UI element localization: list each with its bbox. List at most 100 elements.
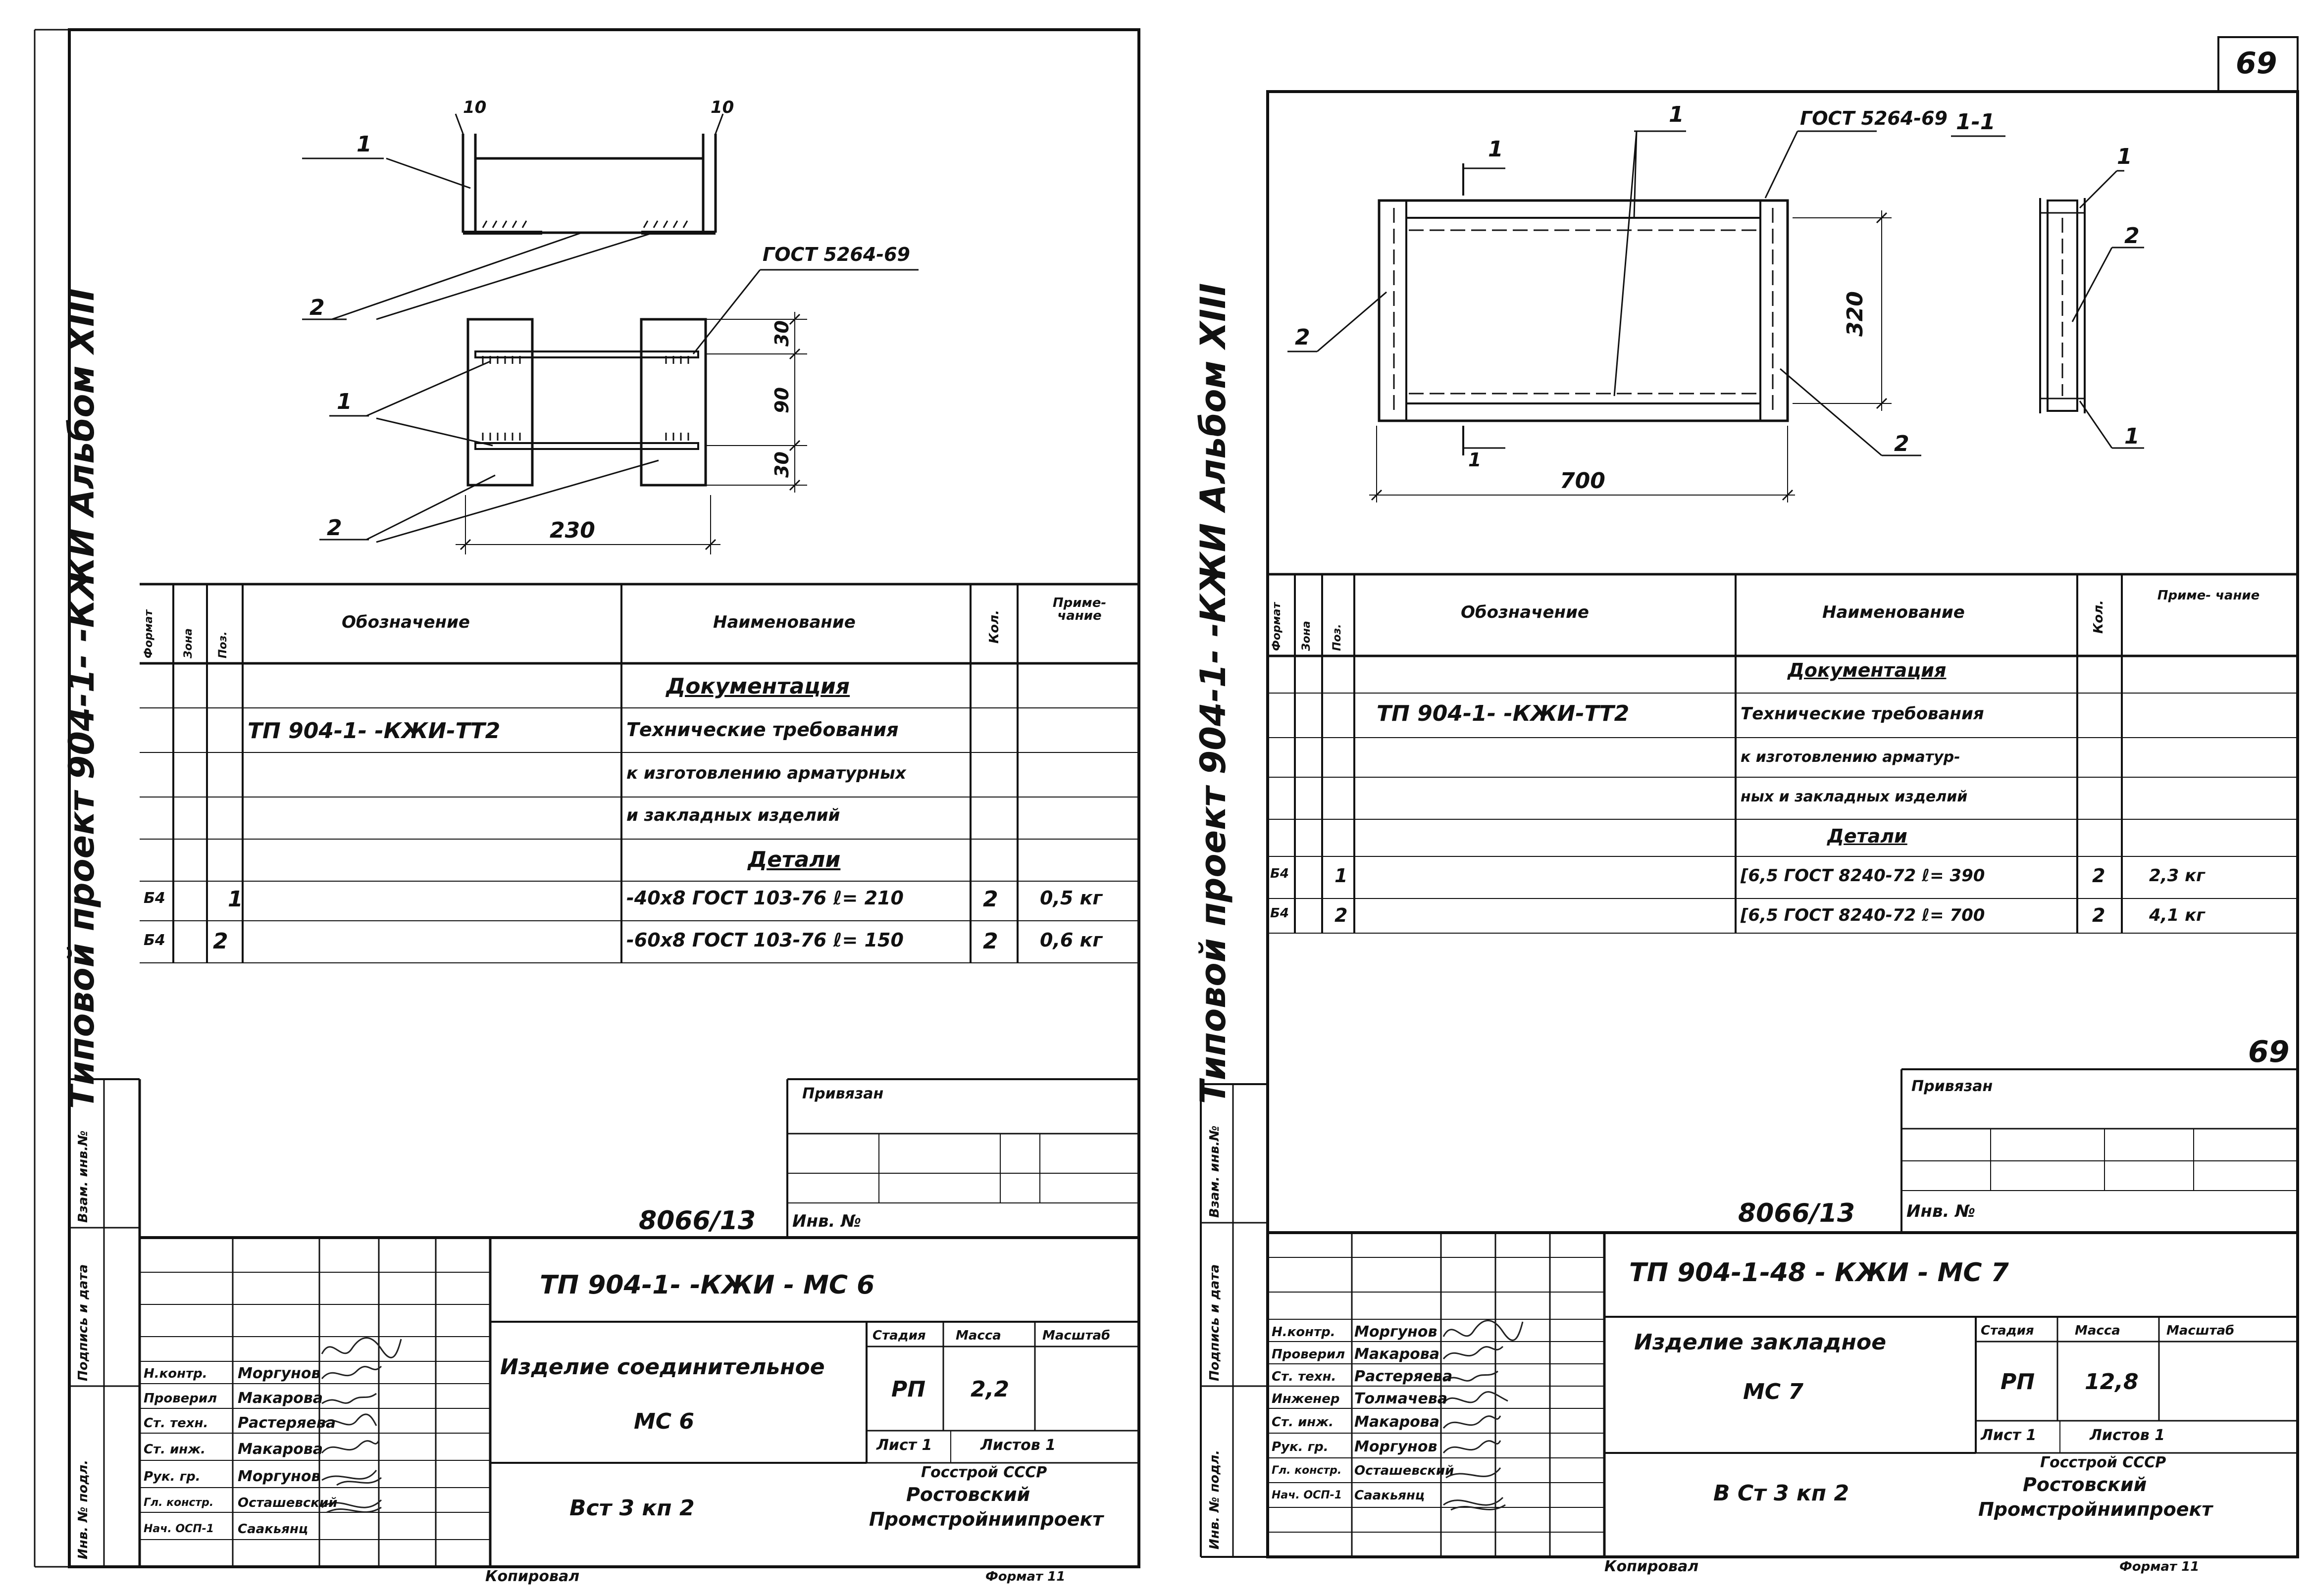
org-3: Промстройниипроект [1978, 1498, 2213, 1520]
kopiroval-label: Копировал [1604, 1558, 1699, 1575]
left-drawing-sheet: Типовой проект 904-1- -КЖИ Альбом XIII И… [34, 28, 1140, 1585]
scale-label: Масштаб [1042, 1328, 1111, 1343]
row-1-name: -40х8 ГОСТ 103-76 ℓ= 210 [626, 887, 904, 909]
staff-6-role: Рук. гр. [1272, 1440, 1329, 1454]
staff-4-name: Толмачева [1354, 1390, 1447, 1407]
staff-2-name: Макарова [1354, 1346, 1440, 1363]
doc-line-2: к изготовлению арматур- [1741, 748, 1960, 766]
position-1b-label: 1 [337, 389, 352, 414]
privyazan-label: Привязан [1911, 1078, 1993, 1095]
staff-4-role: Ст. инж. [144, 1442, 206, 1457]
row-2-qty: 2 [2092, 904, 2105, 926]
row-2-name: -60х8 ГОСТ 103-76 ℓ= 150 [626, 929, 904, 951]
staff-5-role: Ст. инж. [1272, 1415, 1334, 1430]
doc-designation: ТП 904-1- -КЖИ-ТТ2 [1377, 701, 1630, 726]
section-documentation: Документация [666, 674, 850, 699]
format-label: Формат 11 [2119, 1559, 2200, 1574]
doc-line-1: Технические требования [1741, 704, 1984, 724]
header-pos: Поз. [1331, 624, 1343, 651]
staff-3-role: Ст. техн. [144, 1416, 208, 1431]
staff-7-role: Нач. ОСП-1 [144, 1523, 214, 1535]
dim-30-bottom: 30 [771, 451, 793, 478]
header-name: Наименование [713, 612, 856, 632]
staff-1-name: Моргунов [238, 1365, 321, 1382]
material: В Ст 3 кп 2 [1713, 1481, 1849, 1506]
row-2-format: Б4 [1270, 906, 1289, 921]
staff-3-role: Ст. техн. [1272, 1369, 1336, 1384]
row-2-format: Б4 [144, 932, 165, 949]
row-2-note: 4,1 кг [2149, 905, 2205, 925]
staff-6-role: Гл. констр. [144, 1496, 214, 1509]
cut-mark-top: 1 [1488, 137, 1503, 162]
stamp-inv-podl: Инв. № подл. [76, 1459, 91, 1559]
section-position-1-bottom: 1 [2124, 424, 2140, 449]
staff-7-name: Осташевский [1354, 1463, 1454, 1478]
doc-line-3: ных и закладных изделий [1741, 788, 1968, 805]
position-2-right-label: 2 [1894, 431, 1909, 456]
kopiroval-label: Копировал [485, 1568, 580, 1585]
side-title: Типовой проект 904-1- -КЖИ Альбом XIII [1193, 283, 1233, 1104]
row-1-qty: 2 [2092, 865, 2105, 887]
right-sheet-linework [1200, 36, 2299, 1558]
archive-code: 8066/13 [639, 1206, 756, 1236]
staff-7-name: Саакьянц [238, 1522, 308, 1537]
staff-5-name: Моргунов [238, 1468, 321, 1485]
row-1-pos: 1 [228, 887, 243, 912]
staff-1-name: Моргунов [1354, 1323, 1437, 1341]
sheets-count: Листов 1 [2090, 1427, 2165, 1444]
org-2: Ростовский [906, 1484, 1030, 1505]
staff-6-name: Моргунов [1354, 1438, 1437, 1455]
gost-label: ГОСТ 5264-69 [763, 244, 910, 265]
row-1-note: 0,5 кг [1040, 887, 1103, 909]
header-note: Приме- чание [2157, 588, 2260, 603]
row-1-note: 2,3 кг [2149, 866, 2205, 886]
header-qty: Кол. [2091, 599, 2106, 634]
material: Вст 3 кп 2 [569, 1496, 695, 1521]
stage-value: РП [891, 1377, 926, 1402]
section-position-2: 2 [2124, 223, 2140, 249]
stage-label: Стадия [1981, 1323, 2034, 1338]
row-1-pos: 1 [1335, 865, 1348, 887]
cut-mark-bottom: 1 [1468, 449, 1482, 471]
header-qty: Кол. [987, 609, 1002, 644]
row-2-name: [6,5 ГОСТ 8240-72 ℓ= 700 [1741, 905, 1985, 925]
stage-label: Стадия [873, 1328, 926, 1343]
stamp-podpis: Подпись и дата [1207, 1264, 1222, 1381]
header-name: Наименование [1822, 602, 1965, 622]
row-1-format: Б4 [1270, 866, 1289, 881]
staff-2-name: Макарова [238, 1390, 323, 1407]
row-1-qty: 2 [983, 887, 998, 912]
doc-line-2: к изготовлению арматурных [626, 763, 906, 783]
inv-no-label: Инв. № [792, 1211, 862, 1231]
header-note: Приме- чание [1052, 596, 1107, 623]
stage-value: РП [2001, 1369, 2035, 1395]
staff-5-name: Макарова [1354, 1413, 1440, 1431]
doc-line-3: и закладных изделий [626, 805, 840, 825]
header-format: Формат [143, 609, 155, 658]
staff-3-name: Растеряева [238, 1414, 336, 1432]
stamp-podpis: Подпись и дата [76, 1264, 91, 1381]
scale-label: Масштаб [2166, 1323, 2235, 1338]
header-designation: Обозначение [1461, 602, 1589, 622]
right-drawing-sheet: 69 Типовой проект 904-1- -КЖИ Альбом XII… [1159, 0, 2310, 1596]
staff-4-role: Инженер [1272, 1392, 1340, 1406]
staff-1-role: Н.контр. [1272, 1325, 1335, 1340]
stamp-inv-podl: Инв. № подл. [1207, 1449, 1222, 1549]
dim-top-left: 10 [463, 98, 487, 117]
sheet-number: Лист 1 [1981, 1427, 2037, 1444]
position-2b-label: 2 [327, 515, 342, 541]
position-1-label: 1 [357, 132, 372, 157]
item-name: Изделие закладное [1634, 1330, 1887, 1355]
sheet-number: Лист 1 [876, 1437, 932, 1454]
staff-2-role: Проверил [144, 1391, 217, 1406]
mass-label: Масса [2075, 1323, 2120, 1338]
archive-code: 8066/13 [1738, 1198, 1855, 1228]
mass-label: Масса [956, 1328, 1001, 1343]
header-pos: Поз. [217, 631, 229, 658]
header-zone: Зона [182, 628, 195, 658]
sheets-count: Листов 1 [980, 1437, 1056, 1454]
header-designation: Обозначение [342, 612, 470, 632]
staff-8-name: Саакьянц [1354, 1488, 1425, 1503]
side-title: Типовой проект 904-1- -КЖИ Альбом XIII [61, 288, 102, 1109]
row-1-name: [6,5 ГОСТ 8240-72 ℓ= 390 [1741, 866, 1985, 886]
